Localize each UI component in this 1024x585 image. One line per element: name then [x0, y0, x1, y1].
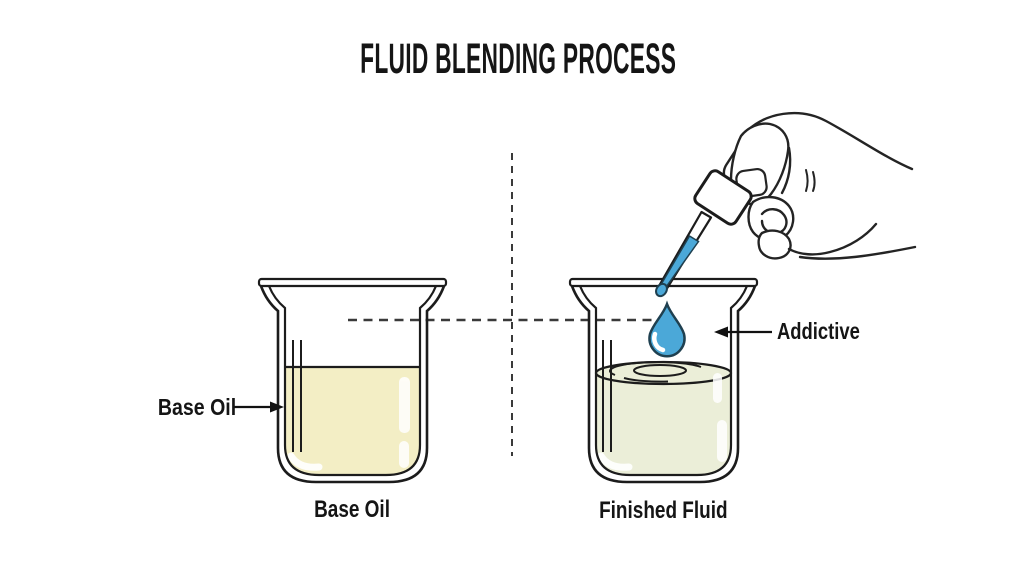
hand	[722, 111, 917, 260]
left-beaker-liquid	[285, 367, 420, 475]
finger-separation-line	[780, 146, 792, 195]
left-beaker-caption: Base Oil	[272, 495, 432, 525]
right-beaker-liquid	[596, 362, 731, 475]
right-beaker-glass-outer	[570, 285, 757, 484]
arrow-head	[270, 401, 284, 413]
dropper-collar	[693, 169, 753, 226]
additive-callout: Addictive	[777, 317, 897, 345]
left-beaker-rim	[257, 277, 448, 288]
arrow-head	[714, 326, 728, 338]
wrist-bottom-outline	[798, 245, 917, 260]
right-beaker	[568, 277, 759, 484]
additive-arrow	[714, 326, 772, 338]
page-title: FLUID BLENDING PROCESS	[328, 35, 708, 83]
base-oil-arrow	[234, 401, 284, 413]
left-beaker-glass-outer	[259, 285, 446, 484]
additive-callout-text: Addictive	[777, 317, 860, 344]
drop-highlight	[652, 331, 666, 353]
right-beaker-bottom-highlight	[597, 452, 633, 471]
knuckle-crease	[812, 171, 816, 192]
left-beaker	[257, 277, 448, 484]
base-oil-callout: Base Oil	[117, 393, 277, 421]
palm-bottom-outline	[787, 222, 878, 256]
right-beaker-caption-text: Finished Fluid	[598, 497, 728, 524]
dropper	[655, 169, 753, 298]
left-beaker-caption-text: Base Oil	[314, 496, 390, 523]
base-oil-callout-text: Base Oil	[157, 393, 237, 420]
drop-shape	[648, 300, 686, 358]
left-beaker-glass-inner	[267, 285, 438, 477]
additive-drop	[648, 300, 686, 358]
right-beaker-highlights	[713, 373, 727, 462]
dropper-tip-drip	[655, 282, 668, 298]
hand-top-outline	[743, 111, 914, 171]
knuckle-crease	[805, 169, 809, 192]
page-title-text: FLUID BLENDING PROCESS	[359, 34, 677, 83]
right-beaker-caption: Finished Fluid	[583, 496, 743, 526]
left-beaker-bottom-highlight	[287, 452, 323, 471]
right-beaker-glass-inner	[578, 285, 749, 477]
curled-fingertip	[757, 229, 792, 260]
left-beaker-highlights	[399, 377, 410, 468]
